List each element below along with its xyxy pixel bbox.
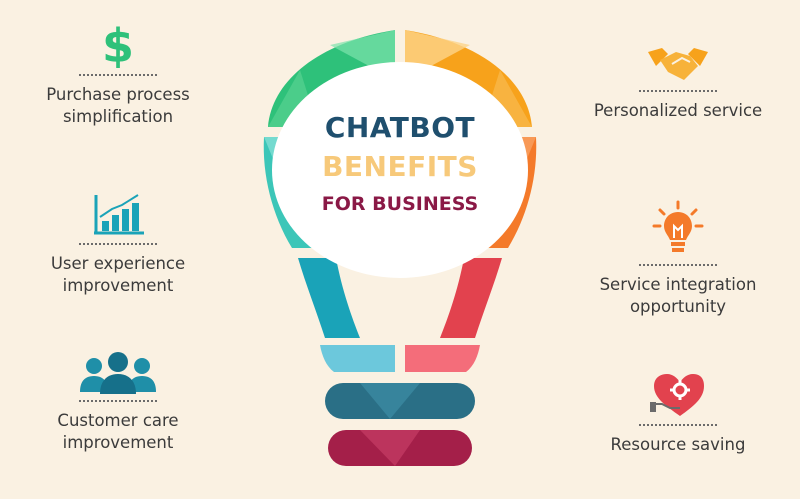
title-chatbot: CHATBOT <box>324 111 476 144</box>
benefit-purchase: $ Purchase process simplification <box>8 20 228 128</box>
lightbulb-icon <box>652 200 704 252</box>
divider <box>639 424 717 426</box>
bulb-segment-red <box>440 258 502 338</box>
benefit-personalized: Personalized service <box>568 44 788 122</box>
bulb-facet <box>360 383 420 419</box>
benefit-customer-care: Customer care improvement <box>8 352 228 454</box>
handshake-icon <box>648 48 708 80</box>
benefit-label: Resource saving <box>610 435 746 454</box>
bulb-facet <box>360 430 420 466</box>
heart-gear-icon <box>650 374 704 416</box>
benefit-user-experience: User experience improvement <box>8 193 228 297</box>
svg-text:$: $ <box>102 20 134 68</box>
bulb-segment-pink <box>405 345 480 372</box>
bulb-segment-blue <box>298 258 360 338</box>
benefit-label: Customer care improvement <box>57 411 179 452</box>
bulb-segment-lightblue <box>320 345 395 372</box>
divider <box>79 243 157 245</box>
benefit-resource-saving: Resource saving <box>568 372 788 456</box>
divider <box>639 264 717 266</box>
people-group-icon <box>80 352 156 394</box>
benefit-label: Purchase process simplification <box>46 85 190 126</box>
divider <box>79 400 157 402</box>
divider <box>639 90 717 92</box>
benefit-label: Personalized service <box>593 101 763 120</box>
benefit-label: User experience improvement <box>50 254 186 295</box>
title-for-business: FOR BUSINESS <box>321 193 479 215</box>
title-benefits: BENEFITS <box>322 150 478 183</box>
dollar-icon: $ <box>102 20 134 68</box>
divider <box>79 74 157 76</box>
bulb-center <box>272 62 528 278</box>
growth-chart-icon <box>94 194 144 235</box>
benefit-label: Service integration opportunity <box>599 275 757 316</box>
benefit-service-integration: Service integration opportunity <box>568 200 788 318</box>
